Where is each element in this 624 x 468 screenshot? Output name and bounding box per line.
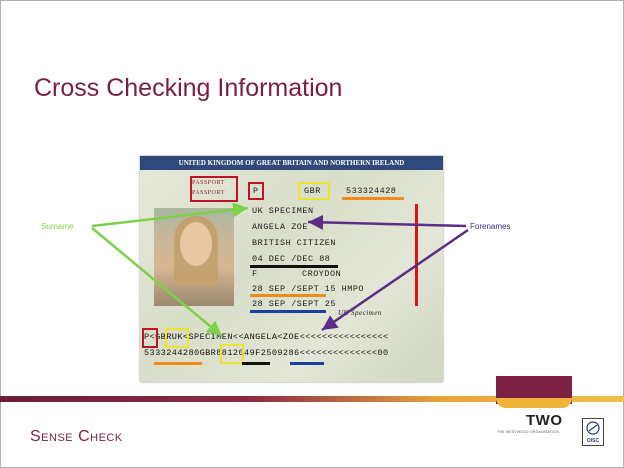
passport-word: PASSPORT [192,180,225,186]
surname-arrow-top [91,202,249,228]
footer-title: Sense Check [30,428,123,445]
slide-title: Cross Checking Information [34,74,343,102]
oisc-text: OISC [586,438,600,444]
passport-dob: 04 DEC /DEC 88 [252,254,331,264]
passport-mrz-line-1: P<GBRUK<SPECIMEN<<ANGELA<ZOE<<<<<<<<<<<<… [144,332,389,342]
underline-expiry [250,310,326,313]
passport-forenames: ANGELA ZOE [252,222,309,232]
passport-mrz-line-2: 5333244280GBR8812049F2509286<<<<<<<<<<<<… [144,348,389,358]
highlight-mrz-country [165,328,189,348]
passport-expiry-date: 28 SEP /SEPT 25 [252,299,337,309]
underline-number [342,197,404,200]
oisc-badge: OISC [582,418,604,446]
passport-nationality: BRITISH CITIZEN [252,238,337,248]
underline-issue [250,294,326,297]
underline-mrz-expiry [290,362,324,365]
forenames-arrow-top [307,214,467,230]
highlight-mrz-type [142,328,158,348]
passport-header: UNITED KINGDOM OF GREAT BRITAIN AND NORT… [140,156,443,170]
logo-name: TWO [526,412,563,429]
logo-wave [496,398,572,408]
passport-number: 533324428 [346,186,397,196]
surname-arrow-mrz [91,227,223,337]
forenames-arrow-mrz [321,228,469,332]
passport-place-of-birth: CROYDON [302,269,342,279]
passport-issue-date: 28 SEP /SEPT 15 HMPO [252,284,365,294]
photo-face [180,222,212,266]
highlight-mrz-nationality [220,344,244,364]
passport-sex: F [252,269,258,279]
passport-image: UNITED KINGDOM OF GREAT BRITAIN AND NORT… [140,156,443,382]
underline-mrz-dob [242,362,270,365]
oisc-emblem-icon [586,421,600,435]
forenames-label: Forenames [470,222,511,231]
passport-surname: UK SPECIMEN [252,206,314,216]
passport-type: P [253,186,259,196]
underline-mrz-number [154,362,202,365]
highlight-country [298,182,330,200]
logo-subtitle: THE WESTWOOD ORGANISATION [497,430,559,434]
underline-dob [250,265,338,268]
highlight-type [248,182,264,200]
footer-bar [0,396,624,402]
passport-signature: UK Specimen [338,309,382,317]
passport-country-code: GBR [304,186,321,196]
surname-label: Surname [41,222,74,231]
two-logo: TWO THE WESTWOOD ORGANISATION [482,376,574,438]
vertical-red-marker [415,204,418,306]
highlight-passport-word [190,176,238,202]
passport-word-fr: PASSPORT [192,190,225,196]
